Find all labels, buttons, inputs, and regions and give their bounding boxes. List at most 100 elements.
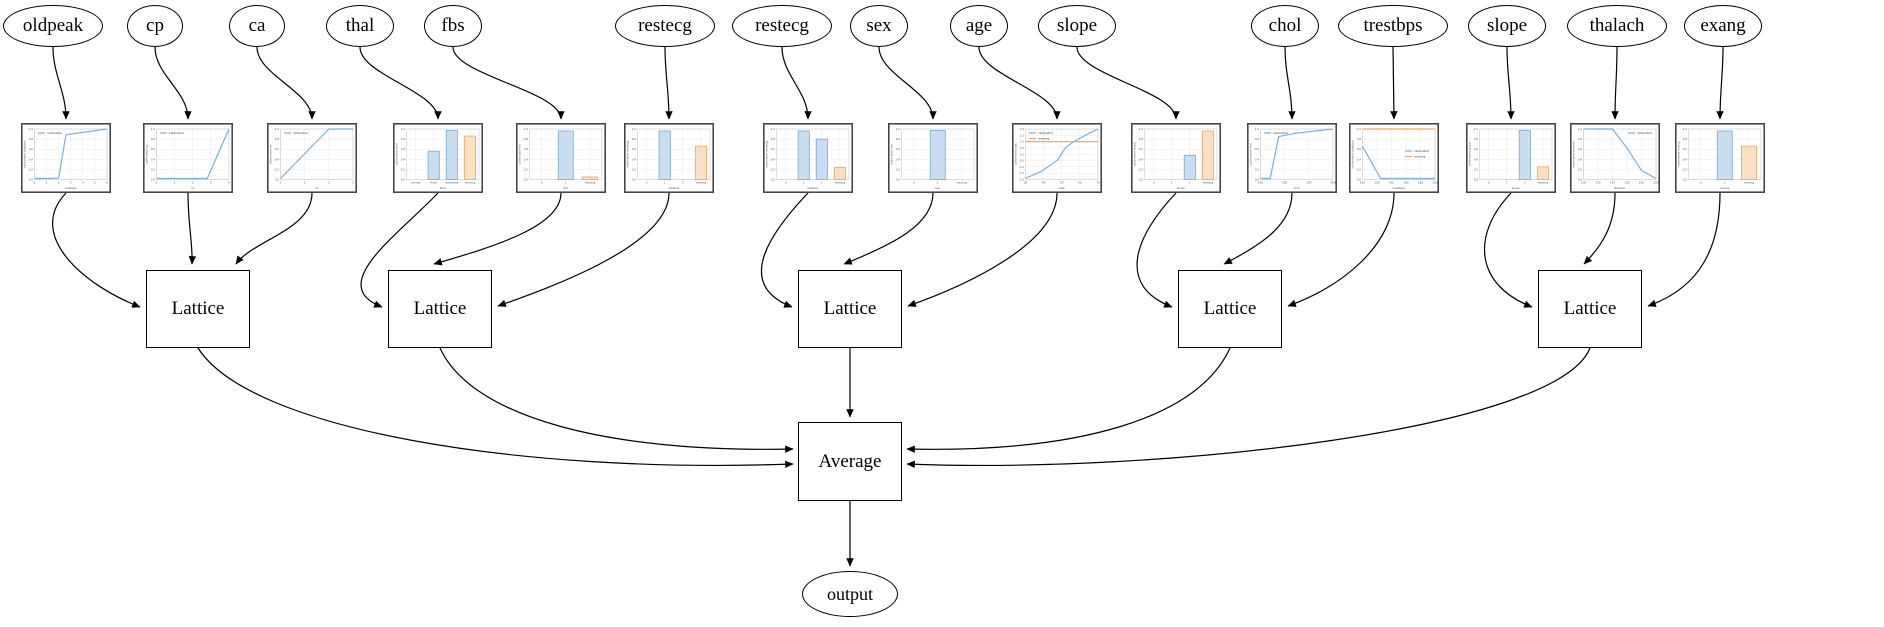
feature-label: thal — [345, 15, 375, 36]
svg-text:0.8: 0.8 — [1139, 137, 1144, 141]
svg-text:0.0: 0.0 — [151, 178, 156, 182]
lattice-label: Lattice — [413, 298, 467, 319]
svg-text:0.6: 0.6 — [896, 147, 901, 151]
svg-text:calibrated thal: calibrated thal — [395, 143, 399, 165]
svg-text:0.2: 0.2 — [524, 167, 529, 171]
svg-text:1.5: 1.5 — [1020, 133, 1025, 137]
feature-node-ca-2: ca — [229, 5, 285, 47]
svg-text:cp: cp — [191, 186, 195, 190]
feature-label: slope — [1056, 15, 1098, 36]
svg-text:200: 200 — [1282, 181, 1287, 185]
svg-text:1: 1 — [1171, 181, 1173, 185]
svg-text:1.0: 1.0 — [275, 127, 280, 131]
lattice-label: Lattice — [1203, 298, 1257, 319]
svg-text:0.0: 0.0 — [1474, 178, 1479, 182]
svg-text:1: 1 — [46, 181, 48, 185]
svg-text:0.0: 0.0 — [1683, 178, 1688, 182]
svg-text:0.2: 0.2 — [896, 167, 901, 171]
svg-text:2.0: 2.0 — [1020, 127, 1025, 131]
svg-text:0.0: 0.0 — [1020, 152, 1025, 156]
svg-text:0: 0 — [785, 181, 787, 185]
svg-text:0.6: 0.6 — [401, 147, 406, 151]
feature-label: slope — [1486, 15, 1528, 36]
output-label: output — [826, 583, 873, 604]
svg-text:missing: missing — [465, 181, 476, 185]
svg-text:0: 0 — [280, 181, 282, 185]
svg-text:calibrated restecg: calibrated restecg — [626, 141, 630, 168]
svg-text:160: 160 — [1403, 181, 1408, 185]
svg-text:2: 2 — [1189, 181, 1191, 185]
svg-text:0.4: 0.4 — [1255, 157, 1260, 161]
svg-text:0.0: 0.0 — [401, 178, 406, 182]
svg-text:0.0: 0.0 — [275, 178, 280, 182]
svg-text:age: age — [1059, 186, 1065, 190]
svg-text:40: 40 — [1042, 181, 1046, 185]
svg-text:calibrated slope: calibrated slope — [1468, 142, 1472, 166]
svg-text:calibrated ca: calibrated ca — [269, 144, 273, 164]
svg-text:1: 1 — [174, 181, 176, 185]
feature-node-sex-7: sex — [850, 5, 908, 47]
svg-text:0.2: 0.2 — [275, 167, 280, 171]
feature-label: fbs — [441, 15, 465, 36]
svg-text:calibrated: calibrated — [169, 131, 184, 135]
feature-node-restecg-5: restecg — [615, 5, 715, 47]
svg-text:0.6: 0.6 — [1357, 147, 1362, 151]
feature-label: restecg — [755, 15, 809, 36]
svg-text:1.0: 1.0 — [1139, 127, 1144, 131]
svg-text:0: 0 — [1153, 181, 1155, 185]
svg-text:calibrated oldpeak: calibrated oldpeak — [23, 140, 27, 168]
feature-node-slope-12: slope — [1467, 5, 1547, 47]
svg-text:0: 0 — [1700, 181, 1702, 185]
feature-label: chol — [1268, 15, 1302, 36]
svg-text:1.0: 1.0 — [401, 127, 406, 131]
svg-text:slope: slope — [1512, 186, 1520, 190]
feature-node-thalach-13: thalach — [1567, 5, 1667, 47]
svg-text:missing: missing — [1538, 181, 1549, 185]
svg-text:thal: thal — [440, 186, 446, 190]
svg-text:calibrated thalach: calibrated thalach — [1572, 141, 1576, 168]
svg-text:0.8: 0.8 — [1474, 137, 1479, 141]
svg-text:calibrated: calibrated — [1038, 131, 1053, 135]
svg-text:missing: missing — [585, 181, 596, 185]
svg-text:0.6: 0.6 — [1578, 147, 1583, 151]
svg-text:120: 120 — [1595, 181, 1600, 185]
svg-text:missing: missing — [1038, 137, 1050, 141]
svg-text:1.0: 1.0 — [771, 127, 776, 131]
svg-text:fixed: fixed — [430, 181, 437, 185]
svg-text:reversible: reversible — [445, 181, 459, 185]
svg-text:0.6: 0.6 — [632, 147, 637, 151]
svg-text:fbs: fbs — [563, 186, 568, 190]
average-node: Average — [798, 422, 902, 501]
svg-text:100: 100 — [1258, 181, 1263, 185]
svg-text:120: 120 — [1374, 181, 1379, 185]
feature-node-exang-14: exang — [1683, 5, 1763, 47]
svg-text:0.8: 0.8 — [1255, 137, 1260, 141]
lattice-label: Lattice — [171, 298, 225, 319]
svg-text:calibrated: calibrated — [293, 131, 308, 135]
lattice-node-5: Lattice — [1538, 270, 1642, 348]
svg-text:calibrated: calibrated — [47, 131, 62, 135]
svg-text:140: 140 — [1610, 181, 1615, 185]
svg-text:thalach: thalach — [1614, 186, 1625, 190]
svg-text:0: 0 — [156, 181, 158, 185]
svg-text:100: 100 — [1360, 181, 1365, 185]
svg-text:calibrated sex: calibrated sex — [890, 143, 894, 164]
svg-text:0.2: 0.2 — [1357, 167, 1362, 171]
svg-text:0.0: 0.0 — [29, 178, 34, 182]
svg-text:0.4: 0.4 — [151, 157, 156, 161]
output-node: output — [802, 571, 898, 617]
feature-node-fbs-4: fbs — [424, 5, 482, 47]
svg-text:0.8: 0.8 — [151, 137, 156, 141]
svg-text:0.4: 0.4 — [524, 157, 529, 161]
svg-text:oldpeak: oldpeak — [65, 186, 77, 190]
feature-node-age-8: age — [950, 5, 1008, 47]
svg-text:200: 200 — [1653, 181, 1658, 185]
